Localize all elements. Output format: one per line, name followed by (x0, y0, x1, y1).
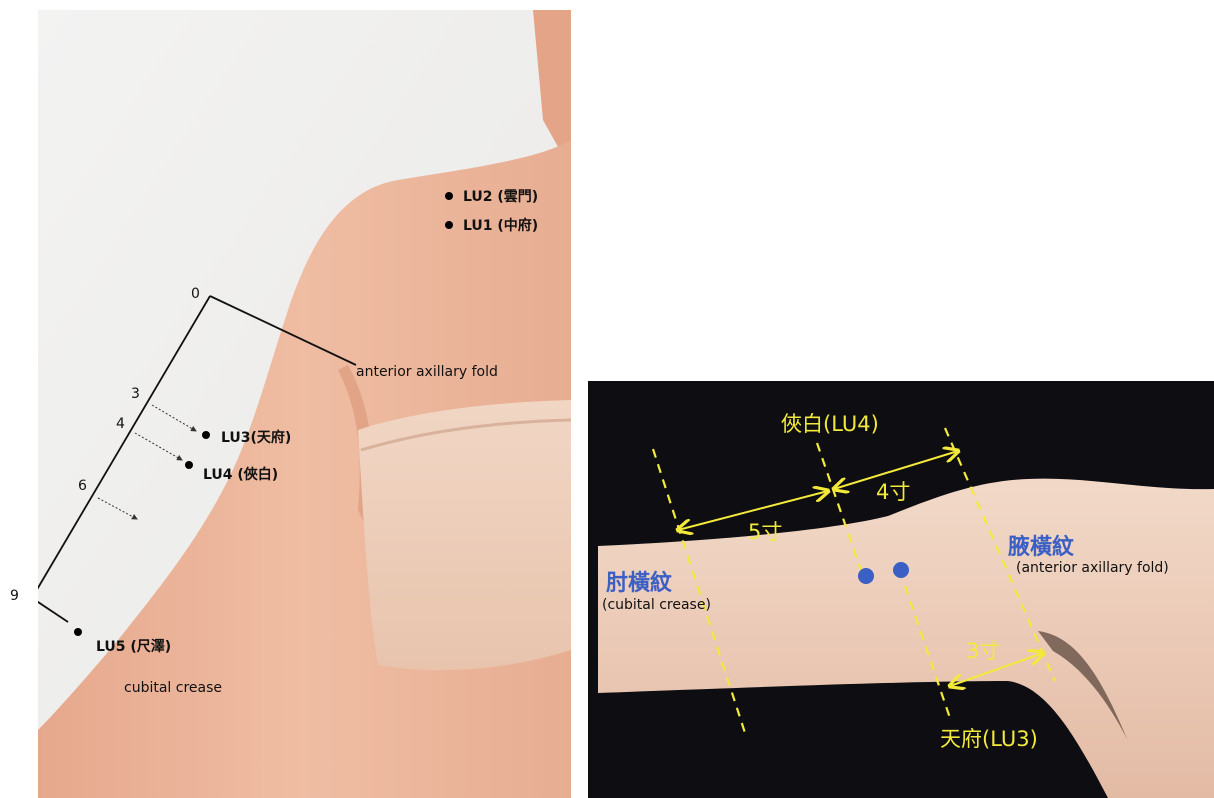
dist-5-cun: 5寸 (748, 520, 782, 544)
axillary-fold-label: anterior axillary fold (356, 364, 498, 380)
left-figure: LU2 (雲門) LU1 (中府) LU3(天府) LU4 (俠白) LU5 (… (38, 10, 571, 798)
lu4-point (858, 568, 874, 584)
lu4-dot (185, 461, 193, 469)
scale-mark-9-wrap: 9 (4, 580, 44, 620)
lu3-dot (202, 431, 210, 439)
dist-3-cun: 3寸 (966, 639, 1000, 663)
lu3-point (893, 562, 909, 578)
cubital-crease-zh: 肘橫紋 (606, 570, 672, 596)
lu4-label: LU4 (俠白) (203, 466, 278, 483)
scale-mark-9: 9 (10, 588, 19, 604)
lu2-dot (445, 192, 453, 200)
lu5-label: LU5 (尺澤) (96, 639, 171, 655)
right-figure: 俠白(LU4) 天府(LU3) 4寸 5寸 3寸 肘橫紋 (cubital cr… (588, 381, 1214, 798)
lu1-dot (445, 221, 453, 229)
axillary-fold-zh: 腋橫紋 (1008, 534, 1074, 560)
strapless-top (358, 400, 571, 670)
lu1-label: LU1 (中府) (463, 217, 538, 234)
cubital-crease-en: (cubital crease) (602, 597, 711, 613)
lu3-title: 天府(LU3) (940, 727, 1038, 751)
cubital-crease-label: cubital crease (124, 680, 222, 696)
lu5-dot (74, 628, 82, 636)
scale-mark-6: 6 (78, 478, 87, 494)
axillary-fold-en: (anterior axillary fold) (1016, 560, 1169, 576)
scale-mark-4: 4 (116, 416, 125, 432)
scale-mark-3: 3 (131, 386, 140, 402)
lu2-label: LU2 (雲門) (463, 188, 538, 205)
dist-4-cun: 4寸 (876, 480, 910, 504)
lu3-label: LU3(天府) (221, 429, 291, 446)
scale-mark-0: 0 (191, 286, 200, 302)
right-figure-drawing: 俠白(LU4) 天府(LU3) 4寸 5寸 3寸 肘橫紋 (cubital cr… (588, 381, 1214, 798)
left-figure-drawing: LU2 (雲門) LU1 (中府) LU3(天府) LU4 (俠白) LU5 (… (38, 10, 571, 798)
lu4-title: 俠白(LU4) (781, 412, 879, 436)
